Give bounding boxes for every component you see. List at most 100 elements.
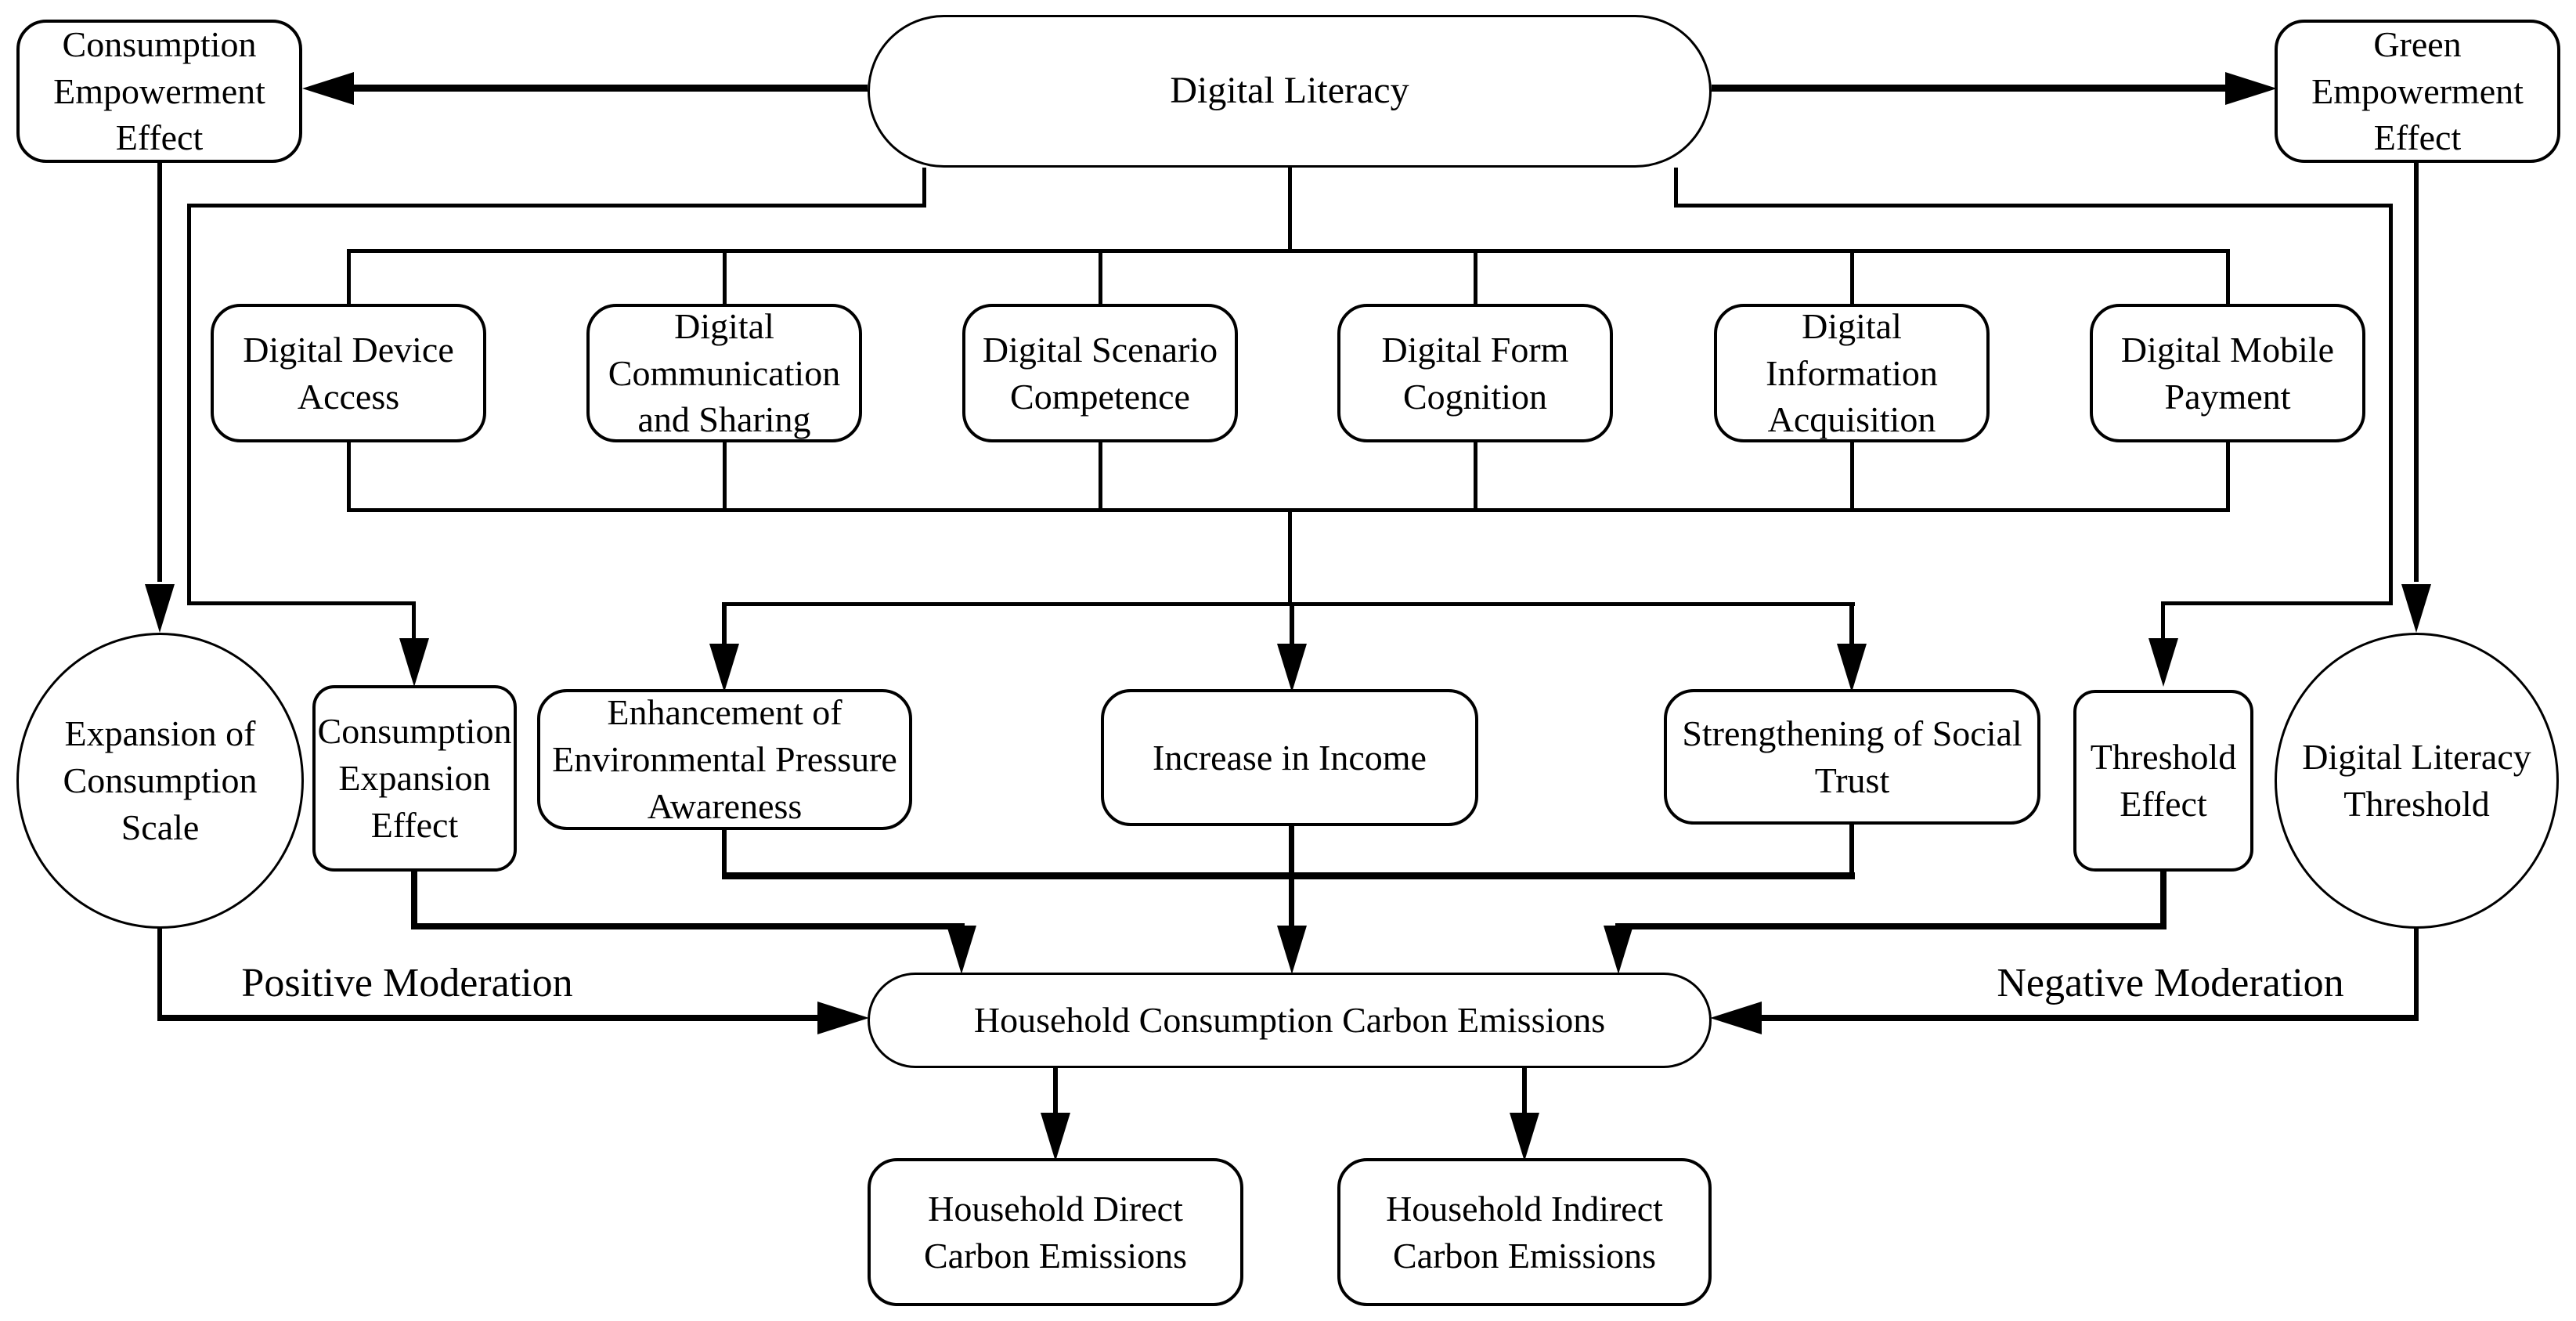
node-label: Expansion of Consumption Scale (63, 713, 258, 847)
connector-dimension-bus-top (347, 249, 2229, 253)
node-label: Increase in Income (1153, 737, 1427, 778)
arrowhead-left-icon (1710, 1002, 1762, 1034)
connector-env-pressure-out (722, 827, 727, 879)
edge-positive-moderation (157, 1015, 819, 1021)
connector-dim2-out (723, 439, 727, 512)
node-label: Digital Mobile Payment (2120, 329, 2335, 417)
node-label: Threshold Effect (2090, 737, 2237, 824)
node-label: Household Direct Carbon Emissions (923, 1188, 1188, 1276)
connector-dim4-out (1474, 439, 1477, 512)
connector-dim6-out (2226, 439, 2230, 512)
edge-to-env-pressure (722, 602, 727, 645)
node-label: Enhancement of Environmental Pressure Aw… (552, 692, 897, 826)
connector-social-trust-out (1849, 821, 1854, 879)
node-label: Digital Communication and Sharing (608, 305, 841, 440)
node-digital-form-cognition: Digital Form Cognition (1337, 304, 1613, 442)
node-expansion-consumption-scale: Expansion of Consumption Scale (16, 633, 304, 929)
edge-literacy-to-consumption-empowerment (345, 85, 868, 92)
connector-center-drop-2 (1288, 508, 1292, 606)
node-label: Digital Information Acquisition (1766, 305, 1938, 440)
connector-dim3-out (1099, 439, 1102, 512)
connector-dim1-out (347, 439, 351, 512)
node-household-consumption-carbon-emissions: Household Consumption Carbon Emissions (868, 973, 1712, 1068)
connector-expansion-scale-out (157, 927, 162, 1021)
arrowhead-down-icon (1277, 644, 1307, 692)
arrowhead-down-icon (1041, 1113, 1070, 1161)
arrowhead-right-icon (817, 1002, 869, 1034)
edge-household-to-indirect (1522, 1068, 1527, 1115)
connector-frame-right-elbow (2162, 601, 2392, 605)
node-digital-device-access: Digital Device Access (211, 304, 486, 442)
node-label: Digital Literacy Threshold (2302, 737, 2531, 824)
arrowhead-down-icon (399, 638, 429, 687)
connector-dim3-in (1099, 249, 1102, 307)
label-positive-moderation: Positive Moderation (241, 961, 573, 1005)
arrowhead-down-icon (947, 926, 976, 974)
node-consumption-expansion-effect: Consumption Expansion Effect (312, 685, 517, 872)
node-strengthening-social-trust: Strengthening of Social Trust (1664, 689, 2040, 825)
connector-dim1-in (347, 249, 351, 307)
edge-to-social-trust (1849, 602, 1854, 645)
node-label: Consumption Expansion Effect (317, 711, 512, 845)
connector-frame-top-left (187, 204, 926, 208)
node-digital-information-acquisition: Digital Information Acquisition (1714, 304, 1990, 442)
connector-consumption-expansion-out (411, 869, 417, 929)
edge-negative-moderation (1762, 1015, 2419, 1021)
connector-frame-top-right (1674, 204, 2392, 208)
edge-to-income (1290, 602, 1294, 645)
node-household-direct-carbon-emissions: Household Direct Carbon Emissions (868, 1158, 1243, 1306)
connector-dim4-in (1474, 249, 1477, 307)
connector-dim5-in (1850, 249, 1854, 307)
arrowhead-right-icon (2225, 72, 2277, 105)
connector-frame-left-vertical (187, 204, 191, 605)
node-digital-mobile-payment: Digital Mobile Payment (2090, 304, 2365, 442)
node-threshold-effect: Threshold Effect (2073, 690, 2253, 872)
arrowhead-down-icon (1604, 926, 1633, 974)
arrowhead-left-icon (302, 72, 354, 105)
node-consumption-empowerment-effect: Consumption Empowerment Effect (16, 20, 302, 163)
connector-frame-right-vertical (2389, 204, 2393, 605)
node-label: Consumption Empowerment Effect (53, 23, 265, 158)
node-label: Digital Device Access (243, 329, 454, 417)
arrowhead-down-icon (2148, 638, 2178, 687)
edge-literacy-to-green-empowerment (1712, 85, 2230, 92)
connector-pill-left-drop (922, 168, 926, 207)
connector-dim6-in (2226, 249, 2230, 307)
arrowhead-down-icon (709, 644, 739, 692)
node-digital-literacy-threshold: Digital Literacy Threshold (2275, 633, 2559, 929)
node-label: Digital Form Cognition (1381, 329, 1569, 417)
edge-income-to-household (1289, 823, 1294, 926)
arrowhead-down-icon (1837, 644, 1867, 692)
node-label: Digital Scenario Competence (982, 329, 1218, 417)
connector-threshold-effect-out (2160, 869, 2167, 929)
node-label: Household Indirect Carbon Emissions (1386, 1188, 1663, 1276)
node-green-empowerment-effect: Green Empowerment Effect (2275, 20, 2560, 163)
node-label: Digital Literacy (1170, 70, 1409, 112)
edge-consumption-empowerment-to-expansion-scale (157, 163, 162, 582)
node-digital-scenario-competence: Digital Scenario Competence (962, 304, 1238, 442)
connector-consumption-expansion-feed (411, 923, 965, 929)
arrowhead-down-icon (2401, 584, 2431, 633)
edge-household-to-direct (1053, 1068, 1058, 1115)
arrowhead-down-icon (1277, 926, 1307, 974)
connector-frame-left-elbow (187, 601, 416, 605)
edge-to-threshold-effect (2161, 601, 2165, 641)
node-label: Green Empowerment Effect (2311, 23, 2524, 158)
connector-pill-right-drop (1674, 168, 1678, 207)
edge-green-empowerment-to-literacy-threshold (2414, 163, 2419, 582)
connector-threshold-effect-feed (1615, 923, 2167, 929)
connector-dim5-out (1850, 439, 1854, 512)
node-digital-communication-sharing: Digital Communication and Sharing (586, 304, 862, 442)
connector-literacy-threshold-out (2414, 927, 2419, 1021)
node-environmental-pressure-awareness: Enhancement of Environmental Pressure Aw… (537, 689, 912, 830)
node-label: Strengthening of Social Trust (1682, 713, 2022, 800)
connector-mediator-merge-bus (722, 872, 1855, 879)
connector-literacy-center-drop (1288, 168, 1292, 253)
connector-mediator-bus (723, 602, 1855, 606)
arrowhead-down-icon (1510, 1113, 1539, 1161)
label-negative-moderation: Negative Moderation (1997, 961, 2344, 1005)
connector-dim2-in (723, 249, 727, 307)
node-household-indirect-carbon-emissions: Household Indirect Carbon Emissions (1337, 1158, 1712, 1306)
node-increase-in-income: Increase in Income (1101, 689, 1478, 826)
